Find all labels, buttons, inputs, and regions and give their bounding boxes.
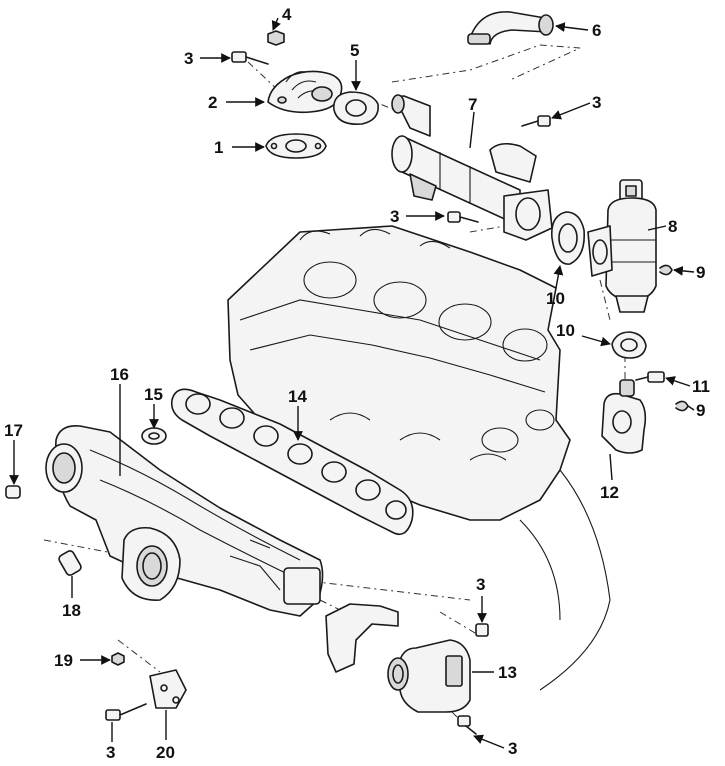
callout-8: 8 — [668, 217, 677, 236]
callout-19: 19 — [54, 651, 73, 670]
small-gasket-part-15 — [141, 427, 167, 445]
nut-part-19 — [111, 652, 125, 666]
callout-11: 11 — [692, 377, 710, 396]
cooler-gasket-part-5 — [333, 91, 379, 126]
callout-6: 6 — [592, 21, 601, 40]
callout-15: 15 — [144, 385, 163, 404]
egr-hose — [467, 11, 554, 45]
clip-part-9-lower — [675, 400, 689, 412]
callout-5: 5 — [350, 41, 359, 60]
valve-gasket-upper — [550, 211, 586, 265]
callout-3-cooler: 3 — [592, 93, 601, 112]
manifold-gasket — [170, 388, 414, 536]
bolt-part-3-throttle-top — [475, 623, 489, 637]
valve-gasket-lower — [611, 331, 647, 359]
bolt-part-3-throttle-bottom — [457, 715, 477, 735]
callout-1: 1 — [214, 138, 223, 157]
leader-lines — [9, 17, 695, 749]
sensor-part-11 — [635, 371, 665, 383]
callout-labels: 1 2 3 4 5 6 7 3 3 8 9 10 10 11 9 12 14 1… — [4, 5, 710, 762]
flange-gasket — [265, 133, 327, 159]
callout-16: 16 — [110, 365, 129, 384]
callout-20: 20 — [156, 743, 175, 762]
bolt-part-3-bracket — [105, 703, 147, 721]
callout-17: 17 — [4, 421, 23, 440]
callout-9-lower: 9 — [696, 401, 705, 420]
bolt-part-3-top — [231, 51, 269, 65]
egr-valve — [587, 179, 657, 313]
nut-part-4 — [267, 30, 285, 46]
callout-3-throttle-bottom: 3 — [508, 739, 517, 758]
callout-4: 4 — [282, 5, 292, 24]
bracket-part-20 — [149, 669, 187, 709]
plug-part-17 — [5, 485, 21, 499]
callout-2: 2 — [208, 93, 217, 112]
bolt-part-3-mid — [447, 211, 479, 223]
callout-3-throttle-top: 3 — [476, 575, 485, 594]
egr-pipe-flange — [267, 70, 343, 114]
callout-3-top-left: 3 — [184, 49, 193, 68]
egr-cooler — [391, 94, 553, 241]
throttle-body — [387, 639, 471, 713]
callout-3-mid: 3 — [390, 207, 399, 226]
callout-14: 14 — [288, 387, 307, 406]
callout-3-bracket: 3 — [106, 743, 115, 762]
callout-18: 18 — [62, 601, 81, 620]
bracket-throttle — [325, 603, 399, 673]
callout-9-upper: 9 — [696, 263, 705, 282]
callout-12: 12 — [600, 483, 619, 502]
bolt-part-3-cooler — [521, 115, 551, 127]
clip-part-9-upper — [659, 264, 673, 276]
callout-10-lower: 10 — [556, 321, 575, 340]
intake-manifold — [45, 424, 324, 617]
egr-adapter — [601, 379, 647, 454]
callout-7: 7 — [468, 95, 477, 114]
callout-13: 13 — [498, 663, 517, 682]
sensor-part-18 — [58, 550, 82, 576]
callout-10-upper: 10 — [546, 289, 565, 308]
